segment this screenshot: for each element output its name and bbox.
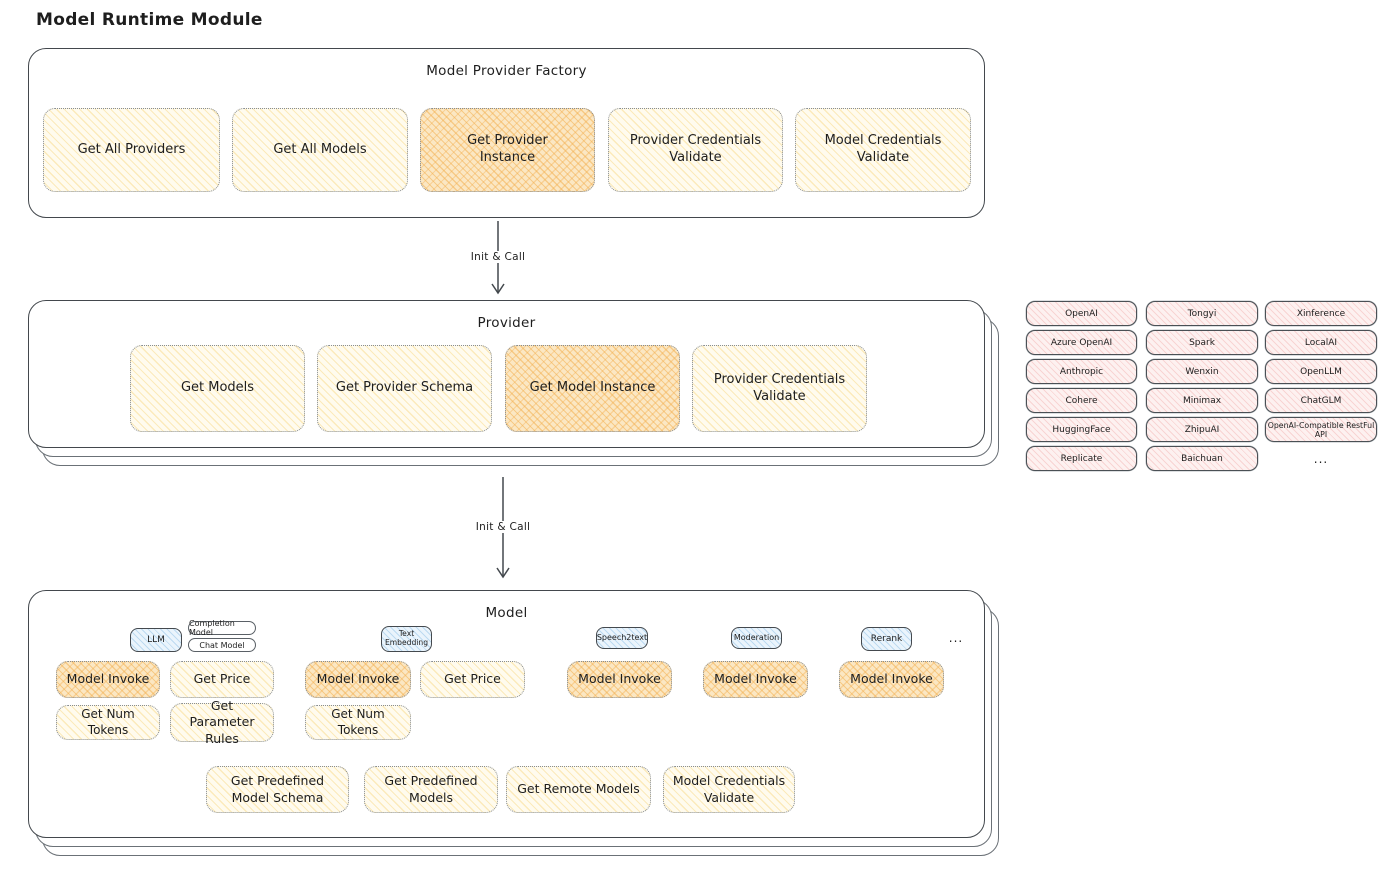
provider-chip-openai: OpenAI: [1026, 301, 1137, 326]
node-get-predefined-models: Get Predefined Models: [364, 766, 498, 813]
provider-chip-wenxin: Wenxin: [1146, 359, 1258, 384]
node-model-credentials-validate: Model Credentials Validate: [663, 766, 795, 813]
node-get-all-providers: Get All Providers: [43, 108, 220, 192]
model-tags-ellipsis: ...: [948, 631, 964, 645]
node-get-provider-instance: Get Provider Instance: [420, 108, 595, 192]
node-llm-model-invoke: Model Invoke: [56, 661, 160, 698]
node-get-models: Get Models: [130, 345, 305, 432]
node-speech2text-model-invoke: Model Invoke: [567, 661, 672, 698]
provider-chip-cohere: Cohere: [1026, 388, 1137, 413]
node-get-predefined-model-schema: Get Predefined Model Schema: [206, 766, 349, 813]
provider-chip-xinference: Xinference: [1265, 301, 1377, 326]
tag-completion-model: Completion Model: [188, 619, 256, 637]
provider-chip-minimax: Minimax: [1146, 388, 1258, 413]
node-provider-credentials-validate: Provider Credentials Validate: [692, 345, 867, 432]
provider-chip-chatglm: ChatGLM: [1265, 388, 1377, 413]
provider-title: Provider: [477, 315, 536, 331]
provider-chip-openllm: OpenLLM: [1265, 359, 1377, 384]
node-get-remote-models: Get Remote Models: [506, 766, 651, 813]
node-llm-get-parameter-rules: Get Parameter Rules: [170, 698, 274, 746]
tag-speech2text: Speech2text: [596, 627, 648, 649]
tag-moderation: Moderation: [731, 627, 782, 649]
tag-llm: LLM: [130, 628, 182, 652]
provider-chip-huggingface: HuggingFace: [1026, 417, 1137, 442]
node-provider-credentials-validate-factory: Provider Credentials Validate: [608, 108, 783, 192]
provider-chip-anthropic: Anthropic: [1026, 359, 1137, 384]
node-llm-get-price: Get Price: [170, 661, 274, 698]
node-rerank-model-invoke: Model Invoke: [839, 661, 944, 698]
provider-chip-tongyi: Tongyi: [1146, 301, 1258, 326]
provider-chip-baichuan: Baichuan: [1146, 446, 1258, 471]
provider-chip-azure-openai: Azure OpenAI: [1026, 330, 1137, 355]
node-embedding-model-invoke: Model Invoke: [305, 661, 411, 698]
model-title: Model: [485, 605, 528, 621]
node-get-model-instance: Get Model Instance: [505, 345, 680, 432]
node-model-credentials-validate-factory: Model Credentials Validate: [795, 108, 971, 192]
provider-chip-localai: LocalAI: [1265, 330, 1377, 355]
tag-chat-model: Chat Model: [188, 638, 256, 652]
node-llm-get-num-tokens: Get Num Tokens: [56, 705, 160, 740]
node-get-all-models: Get All Models: [232, 108, 408, 192]
node-embedding-get-num-tokens: Get Num Tokens: [305, 705, 411, 740]
arrow-label-init-call-1: Init & Call: [467, 251, 529, 263]
providers-grid-ellipsis: ...: [1313, 451, 1329, 466]
node-moderation-model-invoke: Model Invoke: [703, 661, 808, 698]
factory-title: Model Provider Factory: [426, 63, 587, 79]
tag-text-embedding: Text Embedding: [381, 626, 432, 652]
tag-rerank: Rerank: [861, 627, 912, 651]
provider-chip-replicate: Replicate: [1026, 446, 1137, 471]
page-title: Model Runtime Module: [36, 10, 263, 30]
provider-chip-openai-compatible: OpenAI-Compatible RestFul API: [1265, 417, 1377, 442]
node-embedding-get-price: Get Price: [420, 661, 525, 698]
node-get-provider-schema: Get Provider Schema: [317, 345, 492, 432]
provider-chip-spark: Spark: [1146, 330, 1258, 355]
arrow-label-init-call-2: Init & Call: [472, 521, 534, 533]
provider-chip-zhipuai: ZhipuAI: [1146, 417, 1258, 442]
